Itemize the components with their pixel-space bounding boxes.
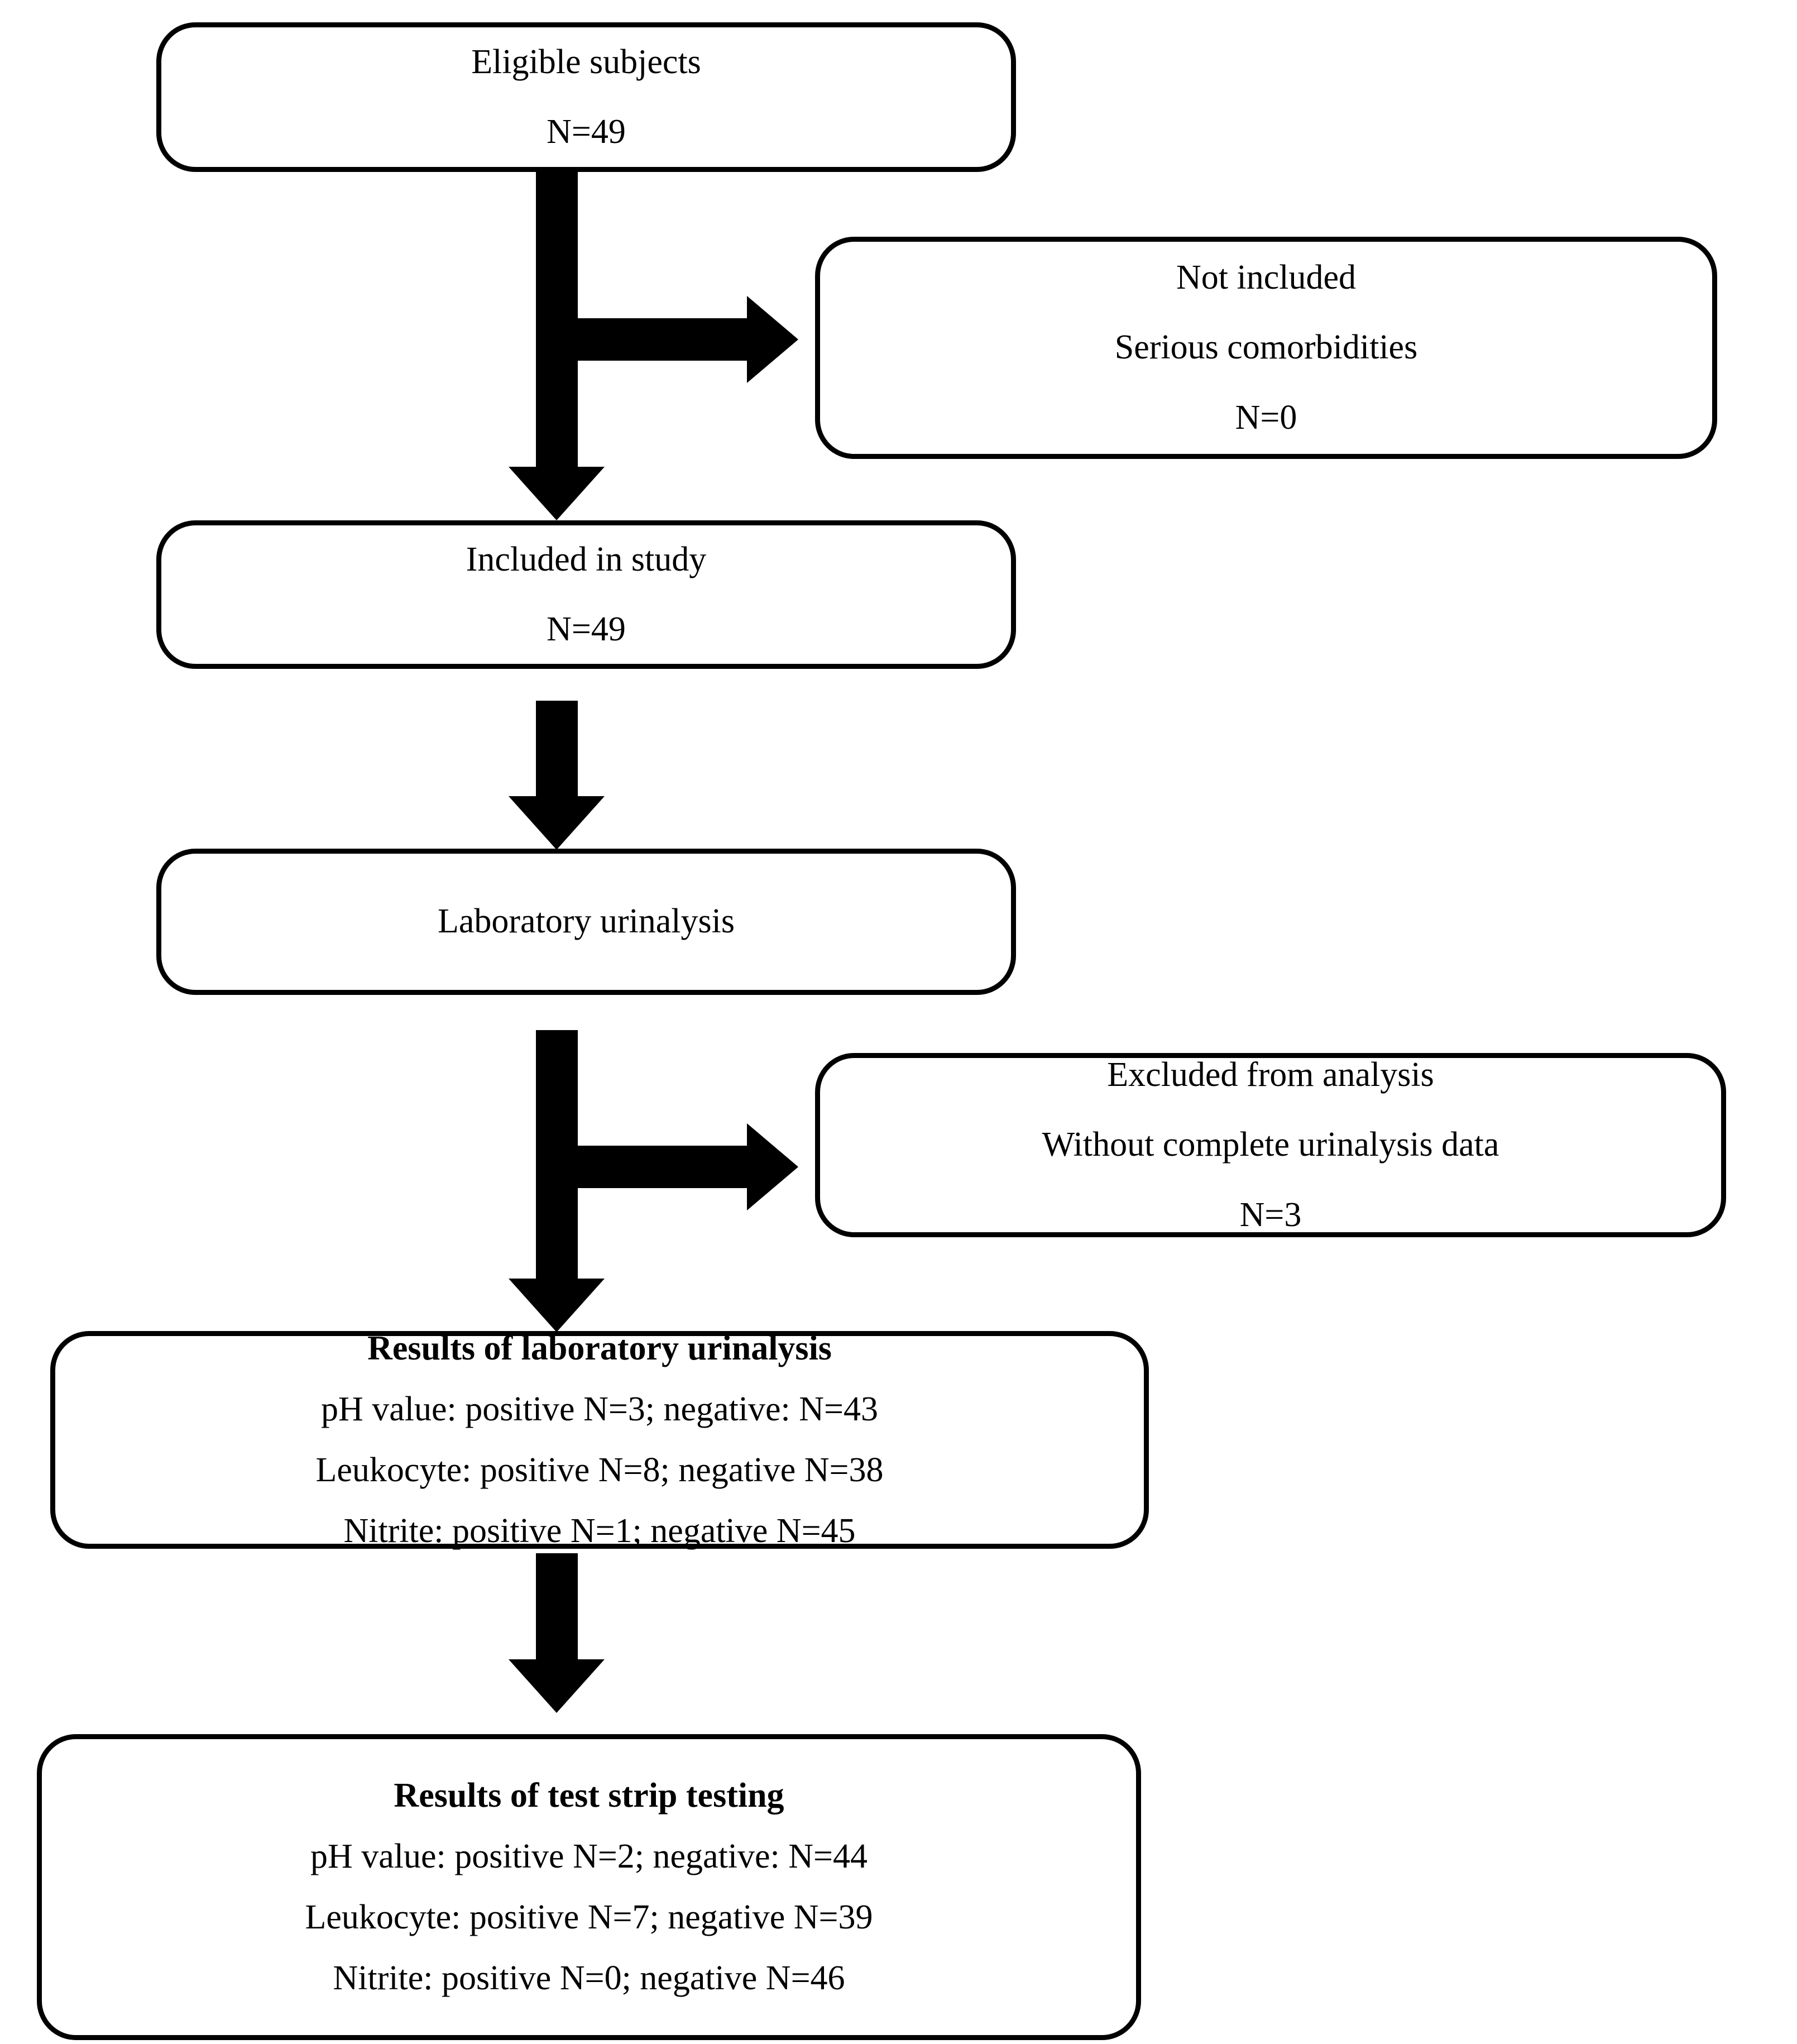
connector-arrowhead-right — [747, 1123, 798, 1210]
node-included-in-study-label: Included in study — [466, 540, 707, 578]
connector-stem-vertical — [536, 170, 578, 472]
node-results-strip-title: Results of test strip testing — [394, 1776, 784, 1815]
connector-arrowhead-down — [509, 1659, 605, 1713]
connector-branch-horizontal — [578, 1146, 748, 1188]
node-laboratory-urinalysis-label: Laboratory urinalysis — [437, 902, 735, 941]
connector-arrowhead-down — [509, 796, 605, 850]
node-eligible-subjects-label: Eligible subjects — [471, 42, 701, 81]
node-not-included-count: N=0 — [1235, 398, 1297, 437]
node-results-strip-leukocyte: Leukocyte: positive N=7; negative N=39 — [305, 1898, 873, 1936]
node-excluded-from-analysis-reason: Without complete urinalysis data — [1042, 1126, 1499, 1164]
node-results-strip-nitrite: Nitrite: positive N=0; negative N=46 — [333, 1959, 845, 1998]
node-eligible-subjects[interactable]: Eligible subjects N=49 — [156, 22, 1016, 172]
node-not-included[interactable]: Not included Serious comorbidities N=0 — [815, 237, 1717, 459]
node-results-of-test-strip-testing[interactable]: Results of test strip testing pH value: … — [37, 1734, 1141, 2040]
node-excluded-from-analysis-label: Excluded from analysis — [1107, 1056, 1434, 1094]
node-eligible-subjects-count: N=49 — [547, 113, 626, 151]
connector-stem-vertical — [536, 1553, 578, 1665]
node-not-included-reason: Serious comorbidities — [1114, 328, 1418, 367]
node-results-lab-leukocyte: Leukocyte: positive N=8; negative N=38 — [315, 1451, 884, 1489]
connector-arrowhead-down — [509, 467, 605, 520]
node-laboratory-urinalysis[interactable]: Laboratory urinalysis — [156, 849, 1016, 995]
connector-arrowhead-down — [509, 1279, 605, 1332]
node-results-lab-title: Results of laboratory urinalysis — [367, 1329, 832, 1367]
node-included-in-study-count: N=49 — [547, 610, 626, 648]
connector-branch-horizontal — [578, 318, 748, 361]
connector-stem-vertical — [536, 1030, 578, 1284]
connector-arrowhead-right — [747, 296, 798, 383]
connector-stem-vertical — [536, 701, 578, 801]
node-not-included-label: Not included — [1176, 259, 1356, 297]
node-results-lab-nitrite: Nitrite: positive N=1; negative N=45 — [343, 1512, 856, 1550]
node-results-of-laboratory-urinalysis[interactable]: Results of laboratory urinalysis pH valu… — [50, 1329, 1149, 1550]
node-results-lab-ph: pH value: positive N=3; negative: N=43 — [320, 1390, 879, 1428]
node-included-in-study[interactable]: Included in study N=49 — [156, 520, 1016, 669]
node-results-strip-ph: pH value: positive N=2; negative: N=44 — [310, 1837, 868, 1875]
node-excluded-from-analysis-count: N=3 — [1239, 1195, 1302, 1234]
node-excluded-from-analysis[interactable]: Excluded from analysis Without complete … — [815, 1053, 1726, 1237]
